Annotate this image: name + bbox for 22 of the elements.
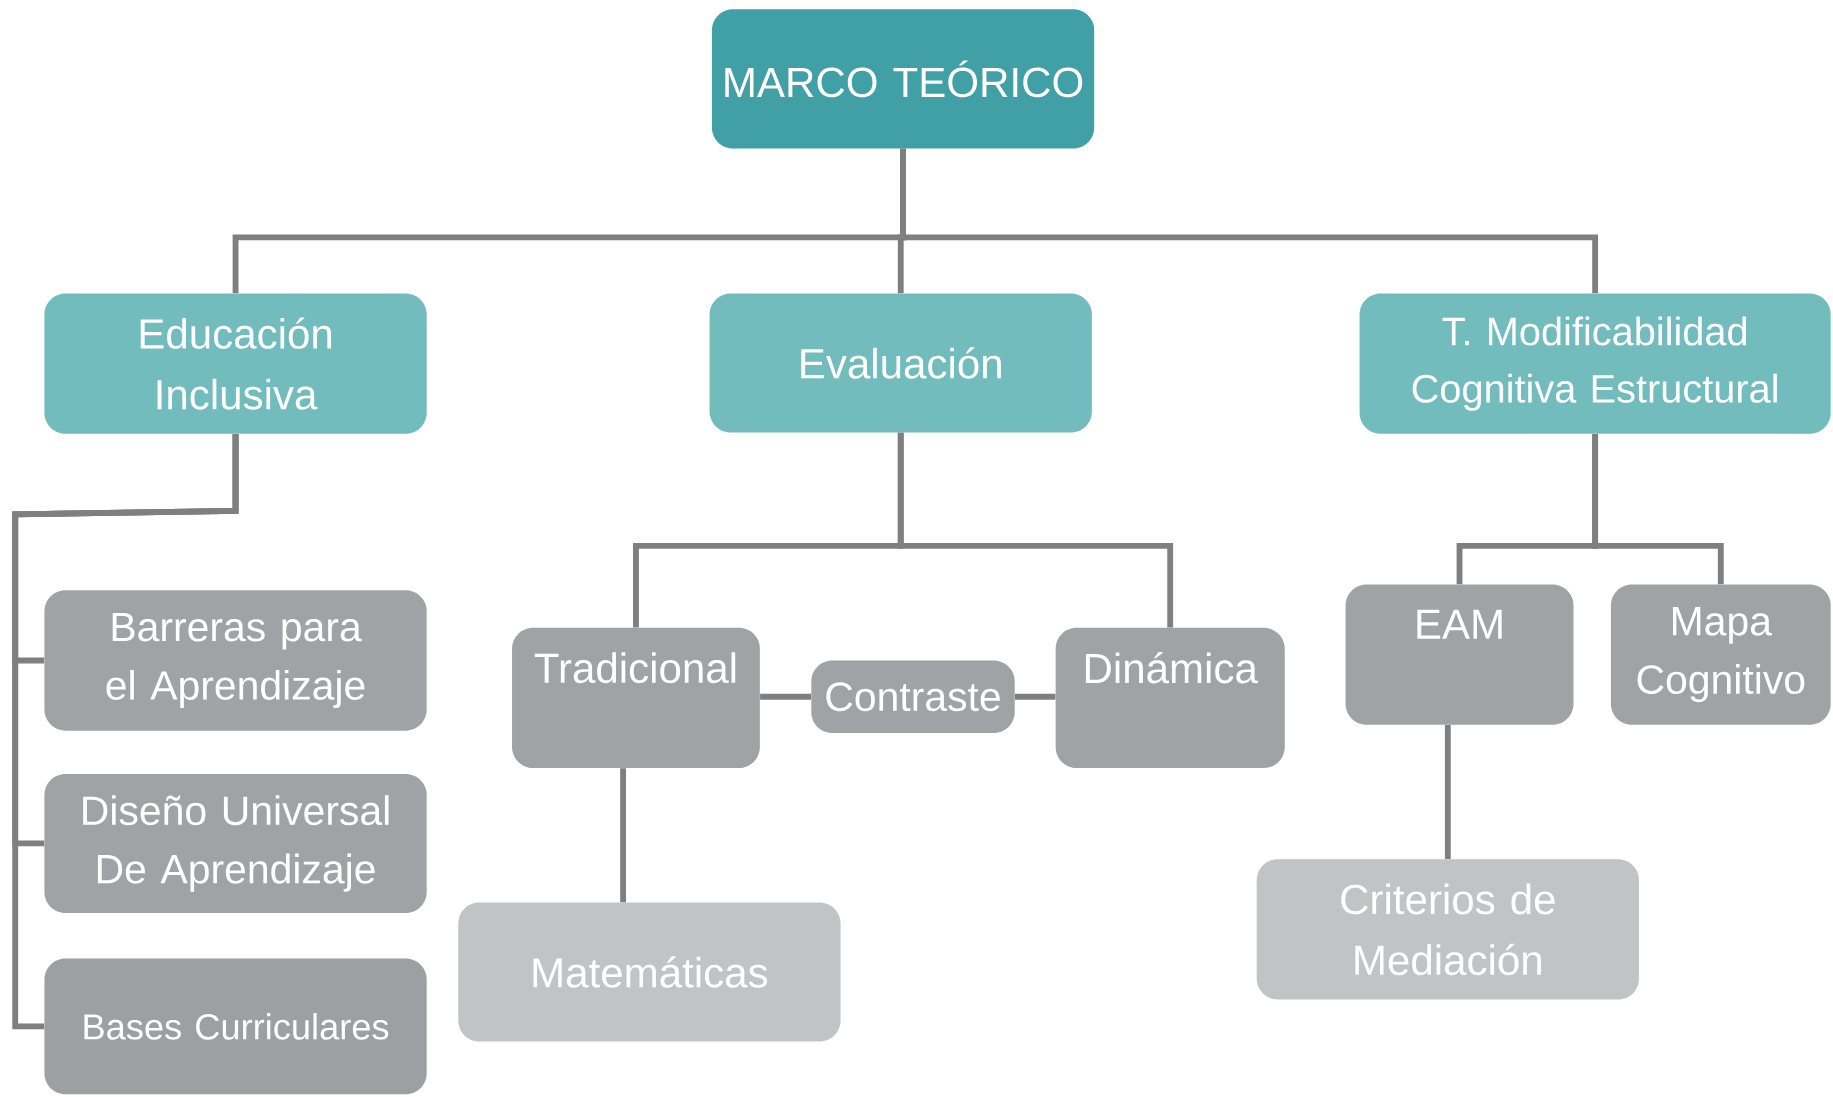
detail-box: Matemáticas — [458, 902, 841, 1042]
subtopic-box: Bases Curriculares — [44, 958, 427, 1095]
connector — [1014, 694, 1056, 700]
connector — [12, 434, 239, 1030]
connector — [1592, 434, 1724, 585]
subtopic-box: Barreras para el Aprendizaje — [44, 590, 427, 731]
subtopic-box: Diseño Universal De Aprendizaje — [44, 774, 427, 914]
connector — [900, 148, 1599, 294]
topic-box: Evaluación — [709, 293, 1092, 433]
subtopic-box: EAM — [1345, 584, 1574, 726]
detail-box: Criterios de Mediación — [1256, 859, 1639, 1000]
subtopic-box: Mapa Cognitivo — [1610, 584, 1831, 726]
title-box: MARCO TEÓRICO — [711, 9, 1095, 149]
topic-box: Educación Inclusiva — [44, 293, 427, 434]
connector — [1444, 725, 1451, 860]
connector — [897, 433, 1174, 628]
subtopic-box: Dinámica — [1055, 628, 1285, 769]
topic-box: T. Modificabilidad Cognitiva Estructural — [1359, 293, 1831, 434]
connector — [620, 768, 626, 903]
subtopic-box: Tradicional — [512, 628, 760, 769]
subtopic-box: Contraste — [811, 660, 1015, 734]
connector — [760, 694, 812, 700]
